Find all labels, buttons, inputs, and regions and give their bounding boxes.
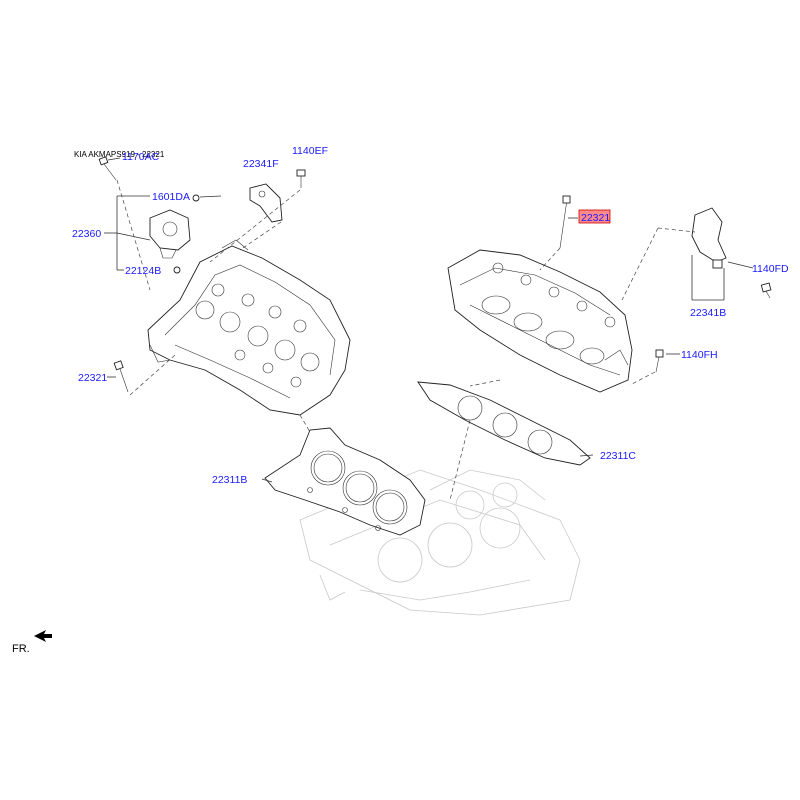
left-head-gasket xyxy=(264,427,426,536)
bolt-1140fh xyxy=(655,349,664,373)
bolt-1140ef xyxy=(296,169,306,188)
front-direction-marker: FR. xyxy=(12,630,52,655)
label-1140fh[interactable]: 1140FH xyxy=(681,349,718,361)
front-label: FR. xyxy=(12,643,30,655)
label-1170ac[interactable]: 1170AC xyxy=(122,151,160,163)
leader-lines xyxy=(104,157,754,501)
label-22321-right[interactable]: 22321 xyxy=(581,212,610,224)
right-head-gasket xyxy=(417,381,591,466)
label-1601da[interactable]: 1601DA xyxy=(152,191,190,203)
label-22311c[interactable]: 22311C xyxy=(600,450,636,462)
label-1140ef[interactable]: 1140EF xyxy=(292,145,328,157)
front-arrow-icon xyxy=(34,630,52,642)
label-22360[interactable]: 22360 xyxy=(72,228,101,240)
caption-text: KIA AKMAPS919 - 22321 xyxy=(74,150,165,159)
label-22341f[interactable]: 22341F xyxy=(243,158,279,170)
label-1140fd[interactable]: 1140FD xyxy=(752,263,789,275)
bracket-22341f xyxy=(249,183,283,223)
bolt-1170ac xyxy=(98,156,117,181)
highlight-box-22321 xyxy=(578,209,611,224)
label-22341b[interactable]: 22341B xyxy=(690,307,726,319)
part-22124b-oring xyxy=(173,266,181,274)
label-22321-left[interactable]: 22321 xyxy=(78,372,107,384)
label-22311b[interactable]: 22311B xyxy=(212,474,247,486)
housing-22360 xyxy=(149,209,191,259)
bolt-1140fd xyxy=(760,282,772,299)
left-cylinder-head xyxy=(147,239,351,416)
label-22124b[interactable]: 22124B xyxy=(125,265,161,277)
part-1601da-seal xyxy=(192,194,200,202)
bolt-22321-right xyxy=(559,195,571,249)
right-cylinder-head xyxy=(447,249,633,393)
bracket-22341b xyxy=(691,207,727,269)
bolt-22321-left xyxy=(113,360,129,393)
